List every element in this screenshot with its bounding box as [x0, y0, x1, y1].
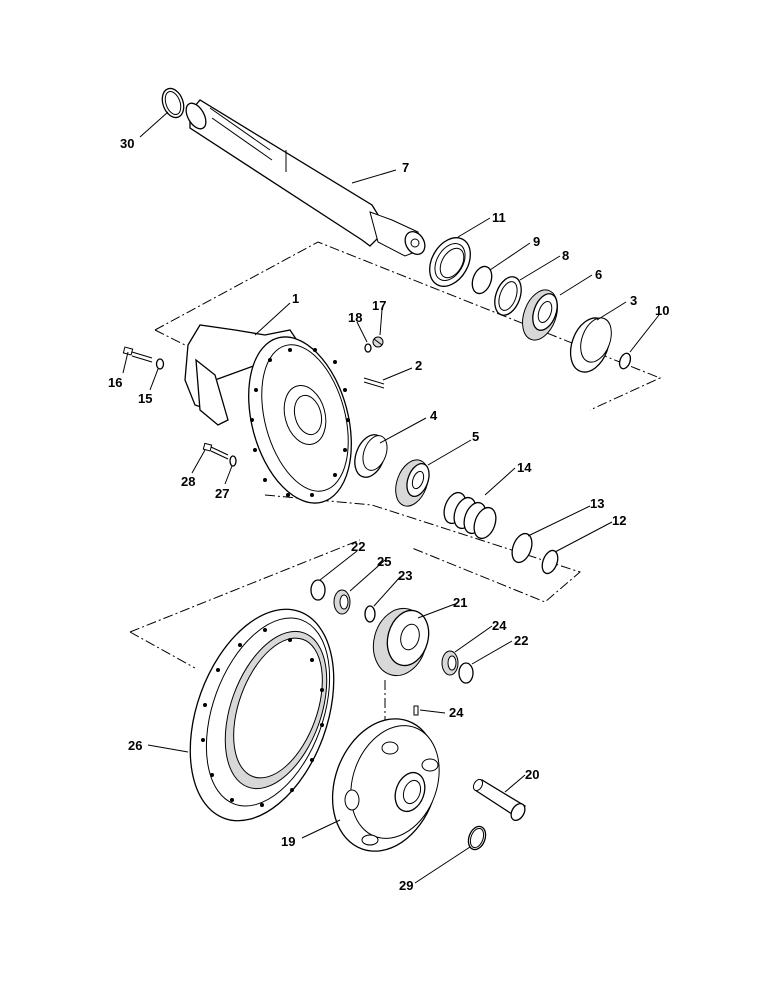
- callout-18: 18: [348, 310, 362, 325]
- callout-27: 29: [399, 878, 413, 893]
- snap-ring-27: [467, 825, 487, 851]
- callout-10: 10: [655, 303, 669, 318]
- callout-21: 21: [453, 595, 467, 610]
- spacer-23: [364, 605, 376, 623]
- plug-10: [618, 352, 632, 370]
- callout-23: 23: [398, 568, 412, 583]
- needle-bearing-24-right: [441, 650, 459, 676]
- callout-11: 11: [492, 210, 506, 225]
- callout-2: 2: [415, 358, 422, 373]
- callout-24-right: 24: [492, 618, 507, 633]
- assembly-outline-middle: [264, 494, 582, 603]
- needle-bearing-24-left: [333, 589, 351, 615]
- axle-shaft-7: [185, 99, 426, 257]
- bearing-cup-8: [494, 276, 522, 316]
- roll-pin-25: [413, 705, 419, 716]
- thrust-washer-22-right: [458, 662, 474, 684]
- callout-17: 17: [372, 298, 386, 313]
- washer-15: [155, 358, 165, 370]
- washer-13: [511, 532, 533, 564]
- callout-14: 14: [517, 460, 532, 475]
- callout-28: 27: [215, 486, 229, 501]
- callout-15: 15: [138, 391, 152, 406]
- breather-17: [372, 336, 384, 348]
- callout-30: 30: [120, 136, 134, 151]
- callout-29: 28: [181, 474, 195, 489]
- shims-14: [443, 491, 497, 540]
- callout-19: 19: [281, 834, 295, 849]
- callout-1: 1: [292, 291, 299, 306]
- callout-8: 8: [562, 248, 569, 263]
- callout-12: 12: [612, 513, 626, 528]
- washer-18: [364, 343, 372, 353]
- assembly-outline-lower-left: [129, 631, 196, 669]
- planet-pin-20: [472, 778, 526, 822]
- callout-13: 13: [590, 496, 604, 511]
- snap-ring-12: [541, 549, 559, 575]
- callout-3: 3: [630, 293, 637, 308]
- callout-22-right: 22: [514, 633, 528, 648]
- bearing-cup-4: [354, 434, 388, 478]
- planet-carrier-19: [331, 718, 440, 852]
- bearing-cone-6: [522, 289, 558, 341]
- callout-26: 26: [128, 738, 142, 753]
- callout-16: 16: [108, 375, 122, 390]
- planet-gear-21: [372, 607, 430, 677]
- thrust-washer-22-left: [310, 579, 326, 601]
- bearing-cone-5: [395, 459, 430, 507]
- callout-22-left: 22: [351, 539, 365, 554]
- assembly-outline-upper-left: [154, 329, 186, 346]
- bearing-cup-3: [569, 317, 612, 373]
- callout-6: 6: [595, 267, 602, 282]
- bolt-29: [202, 442, 229, 460]
- leader-lines: [122, 111, 660, 884]
- callout-labels: 30 7 11 9 8 6 3 10 1 17 18 2 16 15 28 27…: [108, 136, 669, 893]
- callout-5: 5: [472, 429, 479, 444]
- washer-28: [229, 455, 237, 467]
- assembly-outline-upper: [154, 241, 662, 411]
- o-ring-9: [471, 265, 493, 295]
- callout-20: 20: [525, 767, 539, 782]
- callout-9: 9: [533, 234, 540, 249]
- callout-4: 4: [430, 408, 438, 423]
- dowel-pin-2: [363, 377, 385, 389]
- seal-11: [429, 237, 471, 287]
- callout-25: 24: [449, 705, 464, 720]
- ring-gear-26: [189, 608, 335, 822]
- axle-housing-1: [184, 324, 352, 504]
- snap-ring-30: [161, 87, 185, 119]
- assembly-outline-lower: [129, 539, 361, 633]
- callout-7: 7: [402, 160, 409, 175]
- callout-24-left: 25: [377, 554, 391, 569]
